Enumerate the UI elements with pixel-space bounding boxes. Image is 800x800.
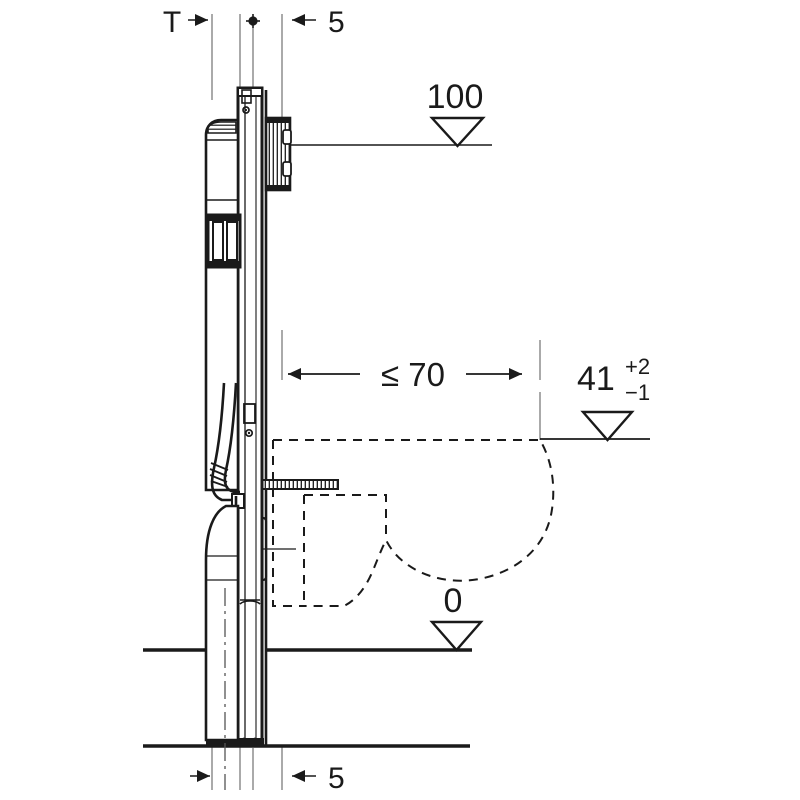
- level-41-tolerance-plus: +2: [625, 354, 650, 379]
- level-0-value: 0: [444, 582, 463, 620]
- centre-dot-marker: [246, 14, 260, 28]
- level-41-triangle: [580, 410, 635, 442]
- level-100-triangle: [429, 116, 486, 148]
- level-marker-0: 0: [429, 582, 484, 652]
- level-0-triangle: [429, 620, 484, 652]
- level-100-value: 100: [427, 78, 484, 116]
- wc-bowl-outline-dashed: [272, 439, 555, 607]
- level-marker-41: 41 +2 −1: [540, 354, 650, 442]
- flush-pipe-bend: [209, 382, 245, 509]
- bottom-dimension-group: 5: [190, 762, 345, 795]
- bottom-offset-dimension-5-label: 5: [328, 762, 345, 795]
- soil-pipe: [204, 504, 240, 746]
- level-41-tolerance-minus: −1: [625, 380, 650, 405]
- top-dimension-group: T 5: [163, 6, 345, 39]
- level-41-value: 41: [577, 360, 615, 398]
- installation-frame-profile: [236, 86, 264, 748]
- depth-dimension-T-label: T: [163, 6, 181, 39]
- top-offset-dimension-5-label: 5: [328, 6, 345, 39]
- concealed-cistern: [204, 118, 240, 492]
- inspection-opening: [206, 213, 242, 269]
- flush-actuator-plate: [264, 116, 292, 192]
- projection-dimension-70-group: ≤ 70: [288, 356, 522, 393]
- level-marker-100: 100: [291, 78, 492, 148]
- projection-dimension-70-label: ≤ 70: [381, 356, 445, 393]
